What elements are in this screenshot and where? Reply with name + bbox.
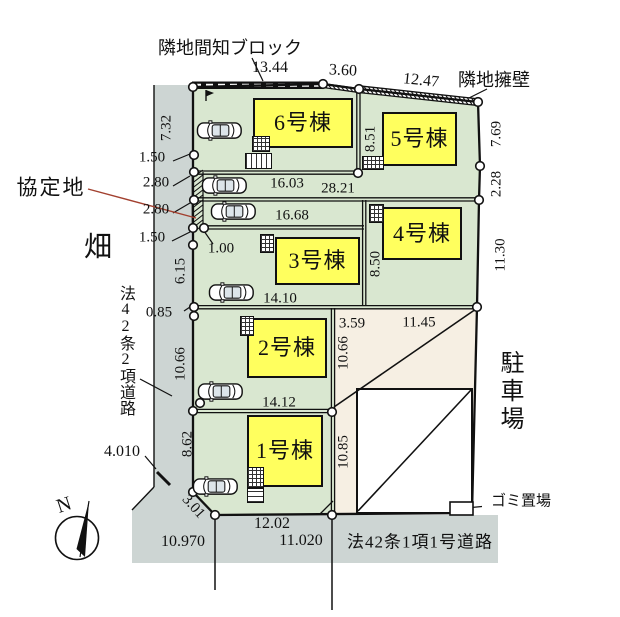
dim-11-45: 11.45 xyxy=(402,314,436,331)
survey-points xyxy=(187,78,486,521)
parking-area xyxy=(333,308,477,514)
building-3-label: 3号棟 xyxy=(288,248,347,273)
dim-corner-4-010: 4.010 xyxy=(104,443,140,460)
road-areas xyxy=(131,85,498,563)
entrance-porch-4 xyxy=(369,204,384,223)
entrance-porch-2 xyxy=(240,316,254,336)
west-road-label: 法42条2項道路 xyxy=(117,285,134,416)
survey-point xyxy=(353,83,365,95)
survey-point xyxy=(472,96,484,108)
top-wall-label: 隣地間知ブロック xyxy=(158,38,302,58)
dim-top-13-44: 13.44 xyxy=(252,59,288,76)
dim-left-10-66: 10.66 xyxy=(172,347,189,381)
dim-3-59: 3.59 xyxy=(338,315,366,332)
car-icon xyxy=(201,175,247,196)
garbage-label: ゴミ置場 xyxy=(490,493,552,510)
survey-point xyxy=(188,301,200,313)
building-6-label: 6号棟 xyxy=(273,110,333,135)
car-icon xyxy=(210,201,256,222)
dim-8-50: 8.50 xyxy=(367,250,384,278)
garbage-box xyxy=(449,501,474,516)
parking-label: 駐車場 xyxy=(496,350,522,434)
dim-8-51: 8.51 xyxy=(362,125,379,153)
entrance-steps-1 xyxy=(247,488,264,503)
survey-point xyxy=(326,509,338,521)
entrance-porch-1 xyxy=(247,467,264,488)
survey-point xyxy=(188,166,200,178)
building-2-label: 2号棟 xyxy=(257,335,317,360)
survey-point xyxy=(209,509,221,521)
agreement-land-label: 協定地 xyxy=(16,175,86,200)
dim-offset-1-00: 1.00 xyxy=(207,240,235,257)
dim-right-11-30: 11.30 xyxy=(492,238,509,272)
dim-left-1-50b: 1.50 xyxy=(138,229,166,246)
dim-left-1-50a: 1.50 xyxy=(138,149,166,166)
survey-point xyxy=(317,78,329,90)
dim-parking-10-85: 10.85 xyxy=(335,435,352,469)
entrance-porch-3 xyxy=(260,234,274,253)
building-1-label: 1号棟 xyxy=(255,438,315,463)
survey-point xyxy=(352,167,364,179)
survey-point xyxy=(198,222,210,234)
car-icon xyxy=(208,282,254,303)
survey-point xyxy=(188,149,200,161)
dim-left-2-80b: 2.80 xyxy=(142,201,170,218)
entrance-porch-6 xyxy=(252,136,270,152)
right-wall-label: 隣地擁壁 xyxy=(458,70,530,90)
car-icon xyxy=(196,120,242,141)
dim-16-68: 16.68 xyxy=(275,207,309,224)
survey-point xyxy=(194,397,206,409)
building-4-label: 4号棟 xyxy=(392,220,452,246)
survey-point xyxy=(188,310,200,322)
field-label: 畑 xyxy=(83,232,113,263)
survey-point xyxy=(474,160,486,172)
building-2: 2号棟 xyxy=(247,318,327,378)
dim-right-7-69: 7.69 xyxy=(488,120,505,148)
survey-point xyxy=(471,301,483,313)
dim-bottom-10-970: 10.970 xyxy=(161,533,205,550)
building-5: 5号棟 xyxy=(382,112,457,166)
survey-point xyxy=(473,194,485,206)
building-4: 4号棟 xyxy=(382,207,462,260)
building-5-label: 5号棟 xyxy=(390,126,449,151)
car-icon xyxy=(197,381,243,402)
car-icon xyxy=(192,476,238,497)
building-3: 3号棟 xyxy=(275,237,360,285)
dim-14-12: 14.12 xyxy=(262,394,296,411)
survey-point xyxy=(187,222,199,234)
dim-left-0-85: 0.85 xyxy=(145,304,173,321)
survey-point xyxy=(187,405,199,417)
north-arrow-compass-icon xyxy=(54,500,100,561)
south-road-label: 法42条1項1号道路 xyxy=(347,532,493,552)
entrance-porch-5 xyxy=(362,156,384,170)
lot-boundary-lines xyxy=(193,89,479,515)
dim-28-21: 28.21 xyxy=(321,180,355,197)
dim-bottom-11-020: 11.020 xyxy=(279,532,323,549)
dim-16-03: 16.03 xyxy=(270,175,304,192)
benchmark-flag-icon xyxy=(205,90,214,101)
dim-parking-10-66: 10.66 xyxy=(335,336,352,370)
dim-top-3-60: 3.60 xyxy=(328,61,358,80)
survey-point xyxy=(187,81,199,93)
survey-point xyxy=(326,406,338,418)
entrance-steps-6 xyxy=(245,153,272,169)
dim-right-2-28: 2.28 xyxy=(488,170,505,198)
dim-left-7-32: 7.32 xyxy=(158,114,175,142)
dim-14-10: 14.10 xyxy=(263,290,297,307)
dim-left-6-15: 6.15 xyxy=(172,257,189,285)
survey-point xyxy=(187,239,199,251)
survey-point xyxy=(188,194,200,206)
dim-bottom-12-02: 12.02 xyxy=(254,515,290,532)
dim-left-2-80a: 2.80 xyxy=(142,174,170,191)
dim-left-8-62: 8.62 xyxy=(179,430,196,458)
